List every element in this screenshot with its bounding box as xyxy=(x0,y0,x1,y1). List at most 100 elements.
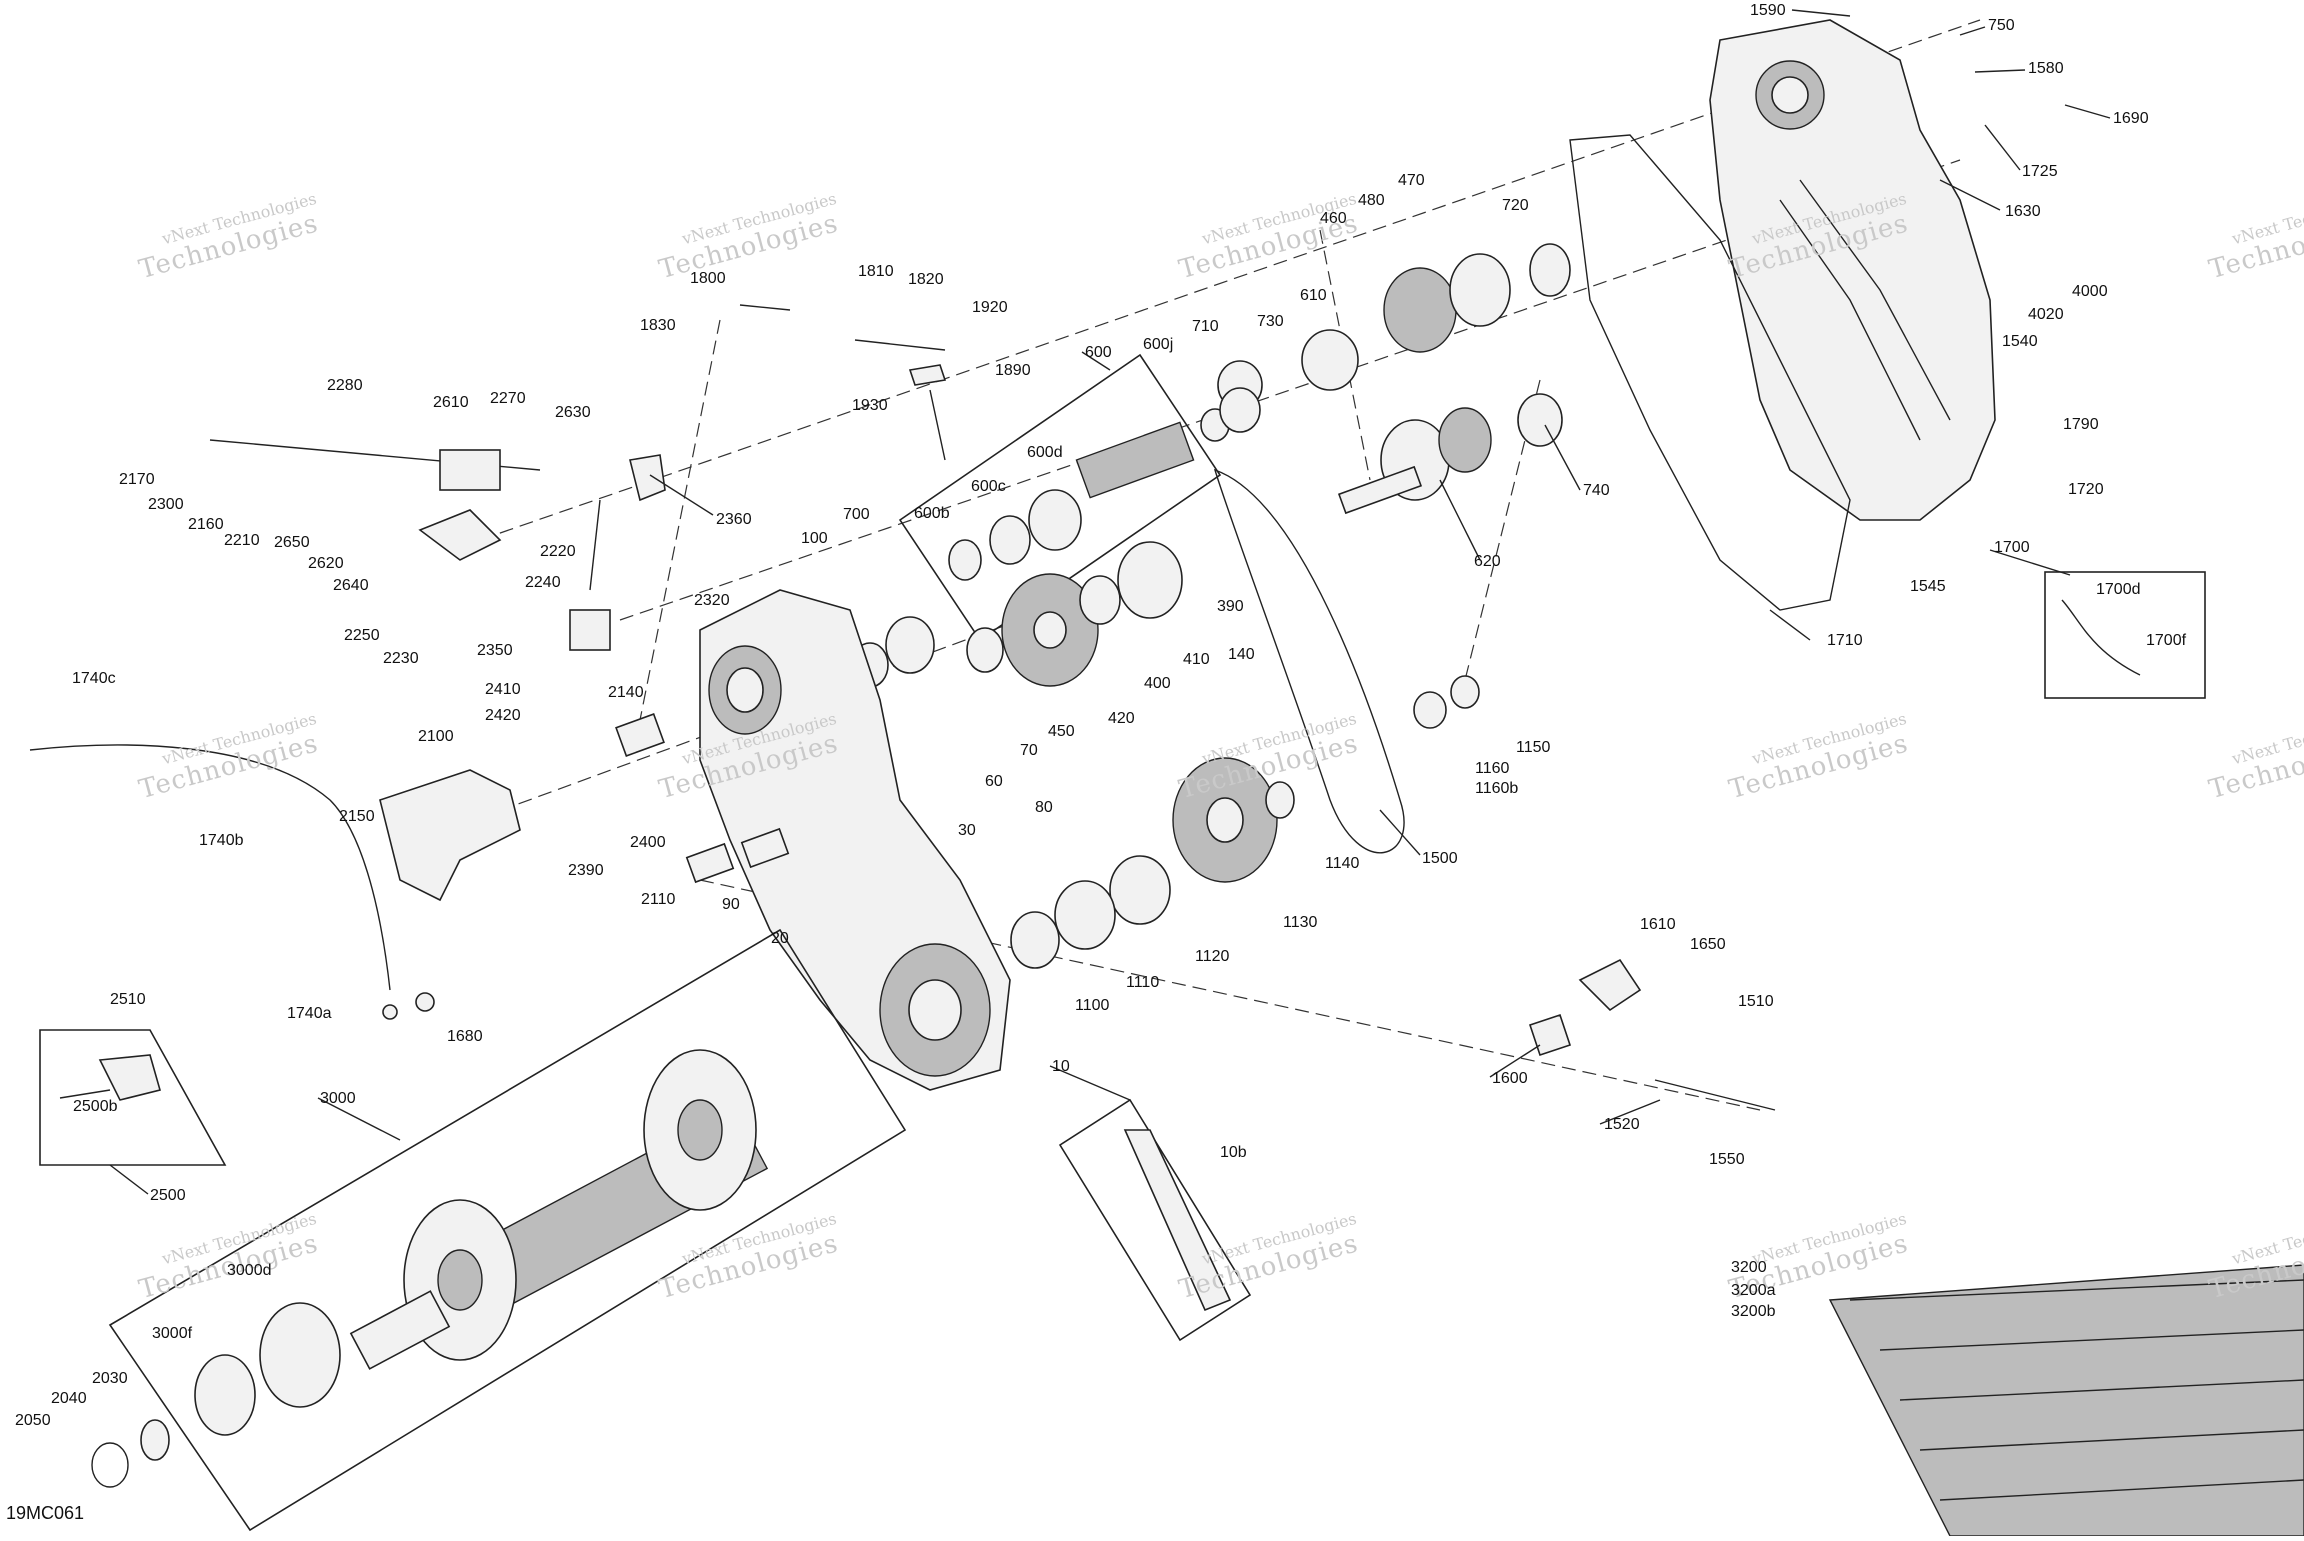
callout-20: 20 xyxy=(771,930,789,947)
callout-730: 730 xyxy=(1257,313,1284,330)
callout-140: 140 xyxy=(1228,646,1255,663)
callout-60: 60 xyxy=(985,773,1003,790)
callout-1740b: 1740b xyxy=(199,832,244,849)
callout-4020: 4020 xyxy=(2028,306,2064,323)
middle-gears xyxy=(851,541,1480,969)
shift-linkage xyxy=(209,304,947,651)
callout-1800: 1800 xyxy=(690,270,726,287)
hose-1740 xyxy=(29,744,391,991)
callout-1100: 1100 xyxy=(1075,997,1110,1014)
callout-1150: 1150 xyxy=(1516,739,1551,756)
callout-710: 710 xyxy=(1192,318,1219,335)
group-box-600 xyxy=(898,353,1222,642)
group-box-2500 xyxy=(39,1029,227,1166)
callout-2620: 2620 xyxy=(308,555,344,572)
callout-600: 600 xyxy=(1085,344,1112,361)
callout-2630: 2630 xyxy=(555,404,591,421)
callout-1700d: 1700d xyxy=(2096,581,2141,598)
callout-10: 10 xyxy=(1052,1058,1070,1075)
callout-740: 740 xyxy=(1583,482,1610,499)
callout-720: 720 xyxy=(1502,197,1529,214)
callout-1160: 1160 xyxy=(1475,760,1510,777)
callout-460: 460 xyxy=(1320,210,1347,227)
callout-450: 450 xyxy=(1048,723,1075,740)
callout-1720: 1720 xyxy=(2068,481,2104,498)
callout-3200: 3200 xyxy=(1731,1259,1767,1276)
circlip-2050 xyxy=(91,1442,129,1488)
callout-1740a: 1740a xyxy=(287,1005,332,1022)
callout-80: 80 xyxy=(1035,799,1053,816)
callout-30: 30 xyxy=(958,822,976,839)
callout-1700: 1700 xyxy=(1994,539,2030,556)
callout-2100: 2100 xyxy=(418,728,454,745)
callout-1650: 1650 xyxy=(1690,936,1726,953)
callout-700: 700 xyxy=(843,506,870,523)
callout-3200a: 3200a xyxy=(1731,1282,1776,1299)
callout-1130: 1130 xyxy=(1283,914,1318,931)
callout-3000f: 3000f xyxy=(152,1325,193,1342)
callout-2230: 2230 xyxy=(383,650,419,667)
callout-2360: 2360 xyxy=(716,511,752,528)
leader-lines xyxy=(109,9,2111,1195)
callout-600b: 600b xyxy=(914,505,950,522)
callout-1930: 1930 xyxy=(852,397,888,414)
callout-1680: 1680 xyxy=(447,1028,483,1045)
callout-2390: 2390 xyxy=(568,862,604,879)
callout-750: 750 xyxy=(1988,17,2015,34)
callout-2240: 2240 xyxy=(525,574,561,591)
callout-1590: 1590 xyxy=(1750,2,1786,19)
callout-90: 90 xyxy=(722,896,740,913)
callout-600c: 600c xyxy=(971,478,1006,495)
callout-420: 420 xyxy=(1108,710,1135,727)
callout-2610: 2610 xyxy=(433,394,469,411)
part-2500b xyxy=(98,1054,161,1101)
bracket-2100 xyxy=(379,769,521,902)
callout-2510: 2510 xyxy=(110,991,146,1008)
diagram-code: 19MC061 xyxy=(6,1503,85,1523)
callout-2650: 2650 xyxy=(274,534,310,551)
callout-1725: 1725 xyxy=(2022,163,2058,180)
callout-2640: 2640 xyxy=(333,577,369,594)
rear-housing-1700 xyxy=(1709,19,1996,521)
callout-1710: 1710 xyxy=(1827,632,1863,649)
callout-2300: 2300 xyxy=(148,496,184,513)
plate-10 xyxy=(1123,1129,1232,1312)
callout-1610: 1610 xyxy=(1640,916,1676,933)
callout-390: 390 xyxy=(1217,598,1244,615)
callout-410: 410 xyxy=(1183,651,1210,668)
callout-470: 470 xyxy=(1398,172,1425,189)
callout-2140: 2140 xyxy=(608,684,644,701)
group-box-3000 xyxy=(108,928,907,1532)
callout-2220: 2220 xyxy=(540,543,576,560)
callout-600d: 600d xyxy=(1027,444,1063,461)
callout-1550: 1550 xyxy=(1709,1151,1745,1168)
callout-1820: 1820 xyxy=(908,271,944,288)
callout-2030: 2030 xyxy=(92,1370,128,1387)
callout-2400: 2400 xyxy=(630,834,666,851)
callout-1140: 1140 xyxy=(1325,855,1360,872)
callout-2050: 2050 xyxy=(15,1412,51,1429)
callout-1110: 1110 xyxy=(1126,974,1160,991)
callout-70: 70 xyxy=(1020,742,1038,759)
callout-600j: 600j xyxy=(1143,336,1174,353)
part-1700f xyxy=(2061,599,2141,676)
callout-1790: 1790 xyxy=(2063,416,2099,433)
callout-2250: 2250 xyxy=(344,627,380,644)
callout-2040: 2040 xyxy=(51,1390,87,1407)
group-box-1700d xyxy=(2044,571,2206,699)
callout-4000: 4000 xyxy=(2072,283,2108,300)
callout-3000: 3000 xyxy=(320,1090,356,1107)
callout-1600: 1600 xyxy=(1492,1070,1528,1087)
callout-2110: 2110 xyxy=(641,891,676,908)
callout-2150: 2150 xyxy=(339,808,375,825)
callout-2280: 2280 xyxy=(327,377,363,394)
callout-1810: 1810 xyxy=(858,263,894,280)
callout-2270: 2270 xyxy=(490,390,526,407)
callout-3200b: 3200b xyxy=(1731,1303,1776,1320)
drive-axle-3000 xyxy=(140,1049,769,1461)
tensioner-1600 xyxy=(1528,958,1776,1111)
callout-1830: 1830 xyxy=(640,317,676,334)
callout-2170: 2170 xyxy=(119,471,155,488)
callout-1500: 1500 xyxy=(1422,850,1458,867)
